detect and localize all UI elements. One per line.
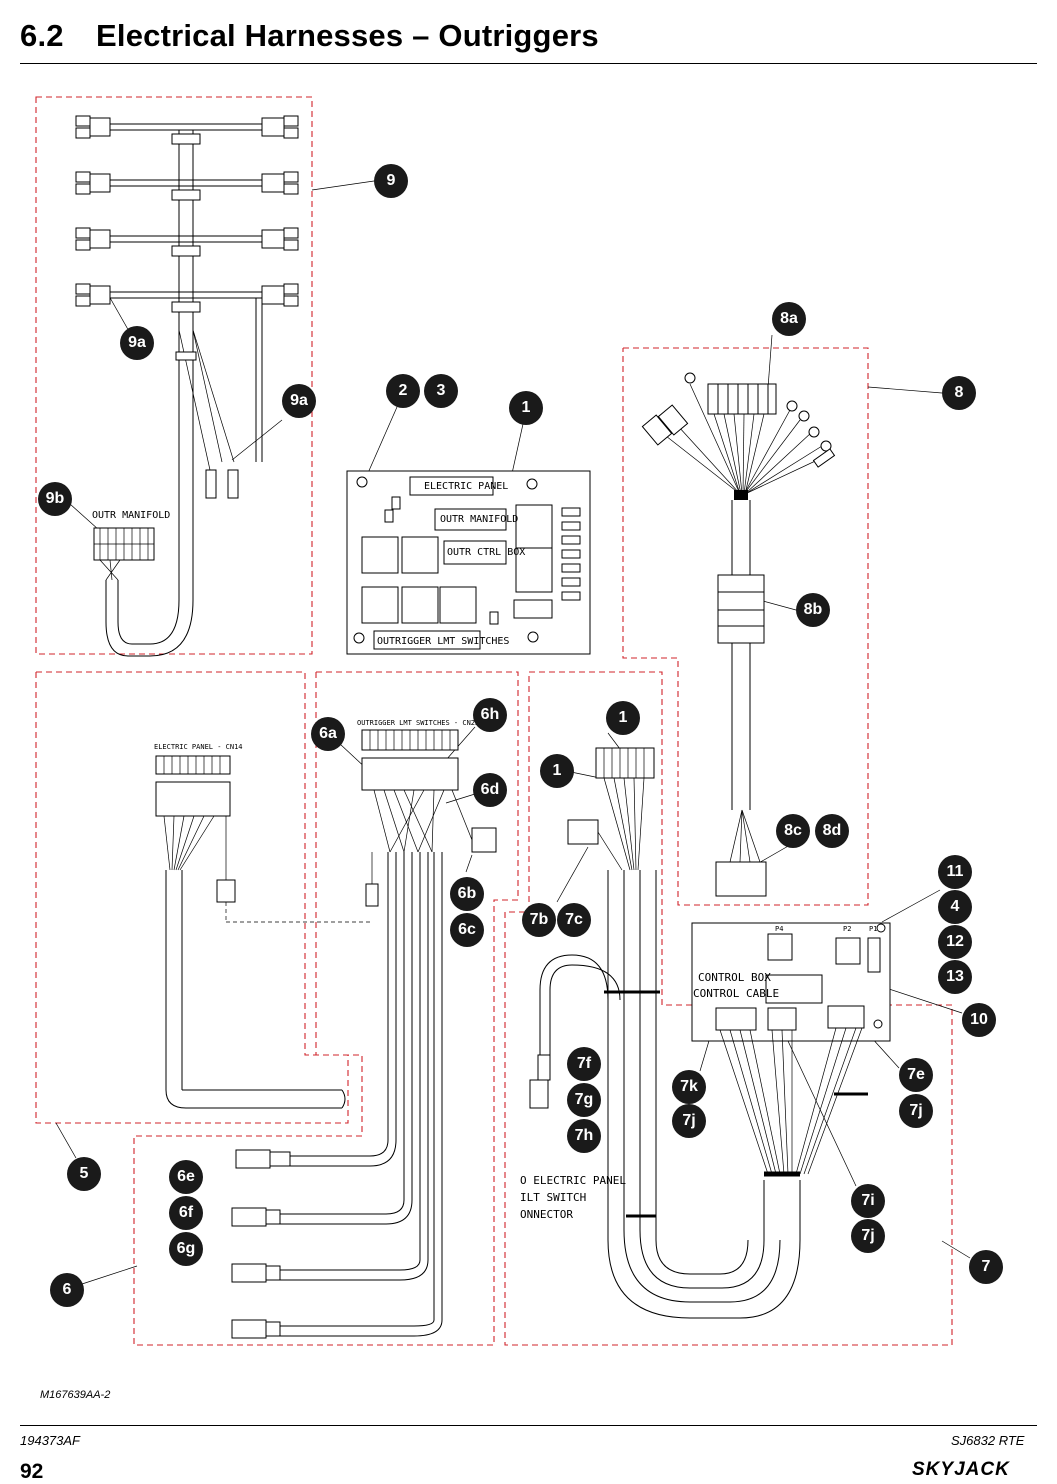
callout-7h: 7h	[567, 1119, 601, 1153]
callout-4: 4	[938, 890, 972, 924]
region-8	[622, 347, 869, 906]
label-p1: P1	[869, 925, 878, 933]
model-name: SJ6832 RTE	[951, 1433, 1025, 1448]
callout-6e: 6e	[169, 1160, 203, 1194]
callout-7b: 7b	[522, 903, 556, 937]
callout-9a: 9a	[282, 384, 316, 418]
footer-rule	[20, 1425, 1037, 1426]
callout-12: 12	[938, 925, 972, 959]
doc-number: 194373AF	[20, 1433, 80, 1448]
label-electric-panel-cn14: ELECTRIC PANEL - CN14	[154, 743, 243, 751]
callout-6a: 6a	[311, 717, 345, 751]
callout-8b: 8b	[796, 593, 830, 627]
label-electric-panel: ELECTRIC PANEL	[424, 481, 509, 492]
callout-6: 6	[50, 1273, 84, 1307]
callout-8: 8	[942, 376, 976, 410]
callout-6b: 6b	[450, 877, 484, 911]
callout-5: 5	[67, 1157, 101, 1191]
region-5	[35, 671, 349, 1124]
harness-9	[75, 115, 299, 657]
label-note-connector: ONNECTOR	[520, 1208, 573, 1221]
label-outr-manifold: OUTR MANIFOLD	[92, 510, 171, 521]
callout-13: 13	[938, 960, 972, 994]
label-panel-outr-manifold: OUTR MANIFOLD	[440, 514, 519, 525]
page-title: 6.2 Electrical Harnesses – Outriggers	[20, 18, 599, 54]
callout-2: 2	[386, 374, 420, 408]
callout-7k: 7k	[672, 1070, 706, 1104]
callout-9a: 9a	[120, 326, 154, 360]
header-rule	[20, 63, 1037, 64]
label-panel-outr-ctrl-box: OUTR CTRL BOX	[447, 547, 526, 558]
callout-9: 9	[374, 164, 408, 198]
callout-9b: 9b	[38, 482, 72, 516]
region-9	[35, 96, 313, 655]
callout-7g: 7g	[567, 1083, 601, 1117]
callout-10: 10	[962, 1003, 996, 1037]
callout-6f: 6f	[169, 1196, 203, 1230]
callout-7f: 7f	[567, 1047, 601, 1081]
label-note-tilt-switch: ILT SWITCH	[520, 1191, 587, 1204]
region-outlines	[35, 96, 953, 1346]
callout-1: 1	[606, 701, 640, 735]
label-control-box: CONTROL BOX	[698, 971, 771, 984]
callout-6c: 6c	[450, 913, 484, 947]
callout-1: 1	[540, 754, 574, 788]
harness-7	[529, 747, 891, 1319]
label-p4: P4	[775, 925, 784, 933]
region-7	[504, 671, 953, 1346]
callout-7j: 7j	[672, 1104, 706, 1138]
callout-7i: 7i	[851, 1184, 885, 1218]
label-outrigger-limit-switches: OUTRIGGER LMT SWITCHES	[377, 636, 510, 647]
callout-7: 7	[969, 1250, 1003, 1284]
drawing-id: M167639AA-2	[40, 1389, 111, 1401]
callout-7e: 7e	[899, 1058, 933, 1092]
callout-6h: 6h	[473, 698, 507, 732]
callout-6d: 6d	[473, 773, 507, 807]
leader-lines	[55, 180, 971, 1285]
harness-5	[155, 755, 372, 1109]
region-6	[133, 671, 519, 1346]
page-number: 92	[20, 1460, 44, 1483]
electric-panel	[346, 470, 591, 655]
callout-1: 1	[509, 391, 543, 425]
callout-8a: 8a	[772, 302, 806, 336]
harness-8	[641, 372, 836, 897]
section-number: 6.2	[20, 18, 64, 53]
label-outrigger-lmt-switches-cn22: OUTRIGGER LMT SWITCHES - CN22	[357, 719, 480, 727]
brand-logo: SKYJACK	[912, 1459, 1010, 1480]
callout-7c: 7c	[557, 903, 591, 937]
callout-7j: 7j	[899, 1094, 933, 1128]
label-p2: P2	[843, 925, 852, 933]
callout-11: 11	[938, 855, 972, 889]
callout-7j: 7j	[851, 1219, 885, 1253]
harness-6	[231, 729, 497, 1339]
section-title: Electrical Harnesses – Outriggers	[96, 18, 599, 53]
callout-6g: 6g	[169, 1232, 203, 1266]
label-control-cable: CONTROL CABLE	[693, 987, 780, 1000]
callout-8c: 8c	[776, 814, 810, 848]
callout-8d: 8d	[815, 814, 849, 848]
label-note-electric-panel: O ELECTRIC PANEL	[520, 1174, 626, 1187]
callout-3: 3	[424, 374, 458, 408]
